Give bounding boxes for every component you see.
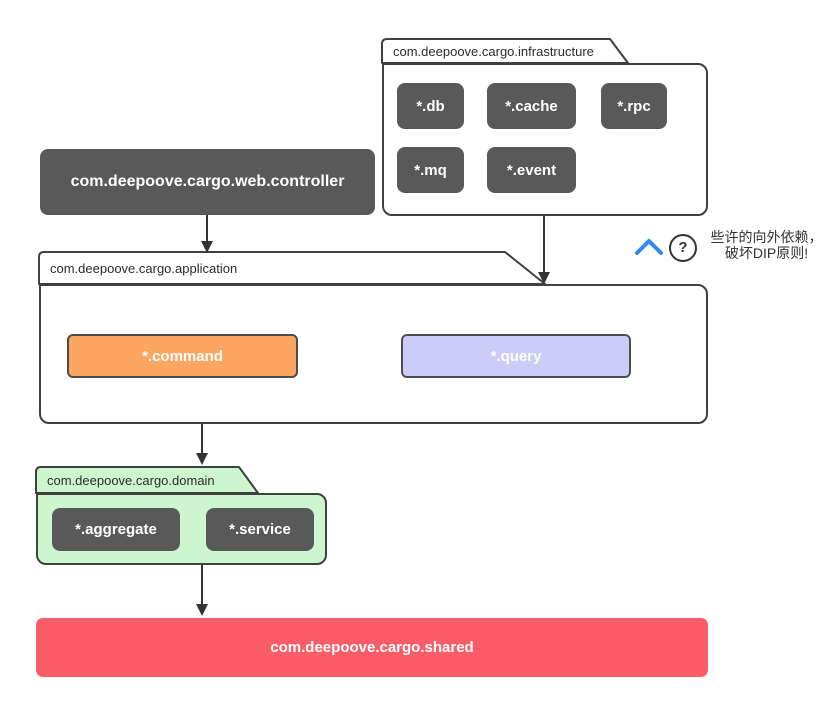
annotation-note: 些许的向外依赖， 破坏DIP原则! [700,229,833,261]
question-circle-icon[interactable] [669,234,697,262]
annotation-line-2: 破坏DIP原则! [724,245,809,261]
annotation-line-1: 些许的向外依赖， [710,229,823,245]
module-service: *.service [206,508,314,551]
arrow-domain-to-shared [196,565,208,616]
package-shared: com.deepoove.cargo.shared [36,618,708,677]
package-infrastructure-label: com.deepoove.cargo.infrastructure [393,44,594,59]
application-folder-tab [38,251,546,285]
infrastructure-folder-tab [381,38,629,64]
module-cache: *.cache [487,83,576,129]
domain-folder-tab [35,466,259,494]
package-domain-label: com.deepoove.cargo.domain [47,473,215,488]
chevron-up-icon[interactable] [635,239,663,255]
arrow-controller-to-application [201,215,213,253]
module-mq: *.mq [397,147,464,193]
module-aggregate: *.aggregate [52,508,180,551]
module-rpc: *.rpc [601,83,667,129]
question-mark-glyph[interactable]: ? [678,239,688,256]
module-db: *.db [397,83,464,129]
module-event: *.event [487,147,576,193]
package-application-label: com.deepoove.cargo.application [50,261,238,276]
module-query: *.query [401,334,631,378]
package-web-controller: com.deepoove.cargo.web.controller [40,149,375,215]
arrow-infrastructure-to-application [538,216,550,284]
module-command: *.command [67,334,298,378]
arrow-application-to-domain [196,424,208,465]
